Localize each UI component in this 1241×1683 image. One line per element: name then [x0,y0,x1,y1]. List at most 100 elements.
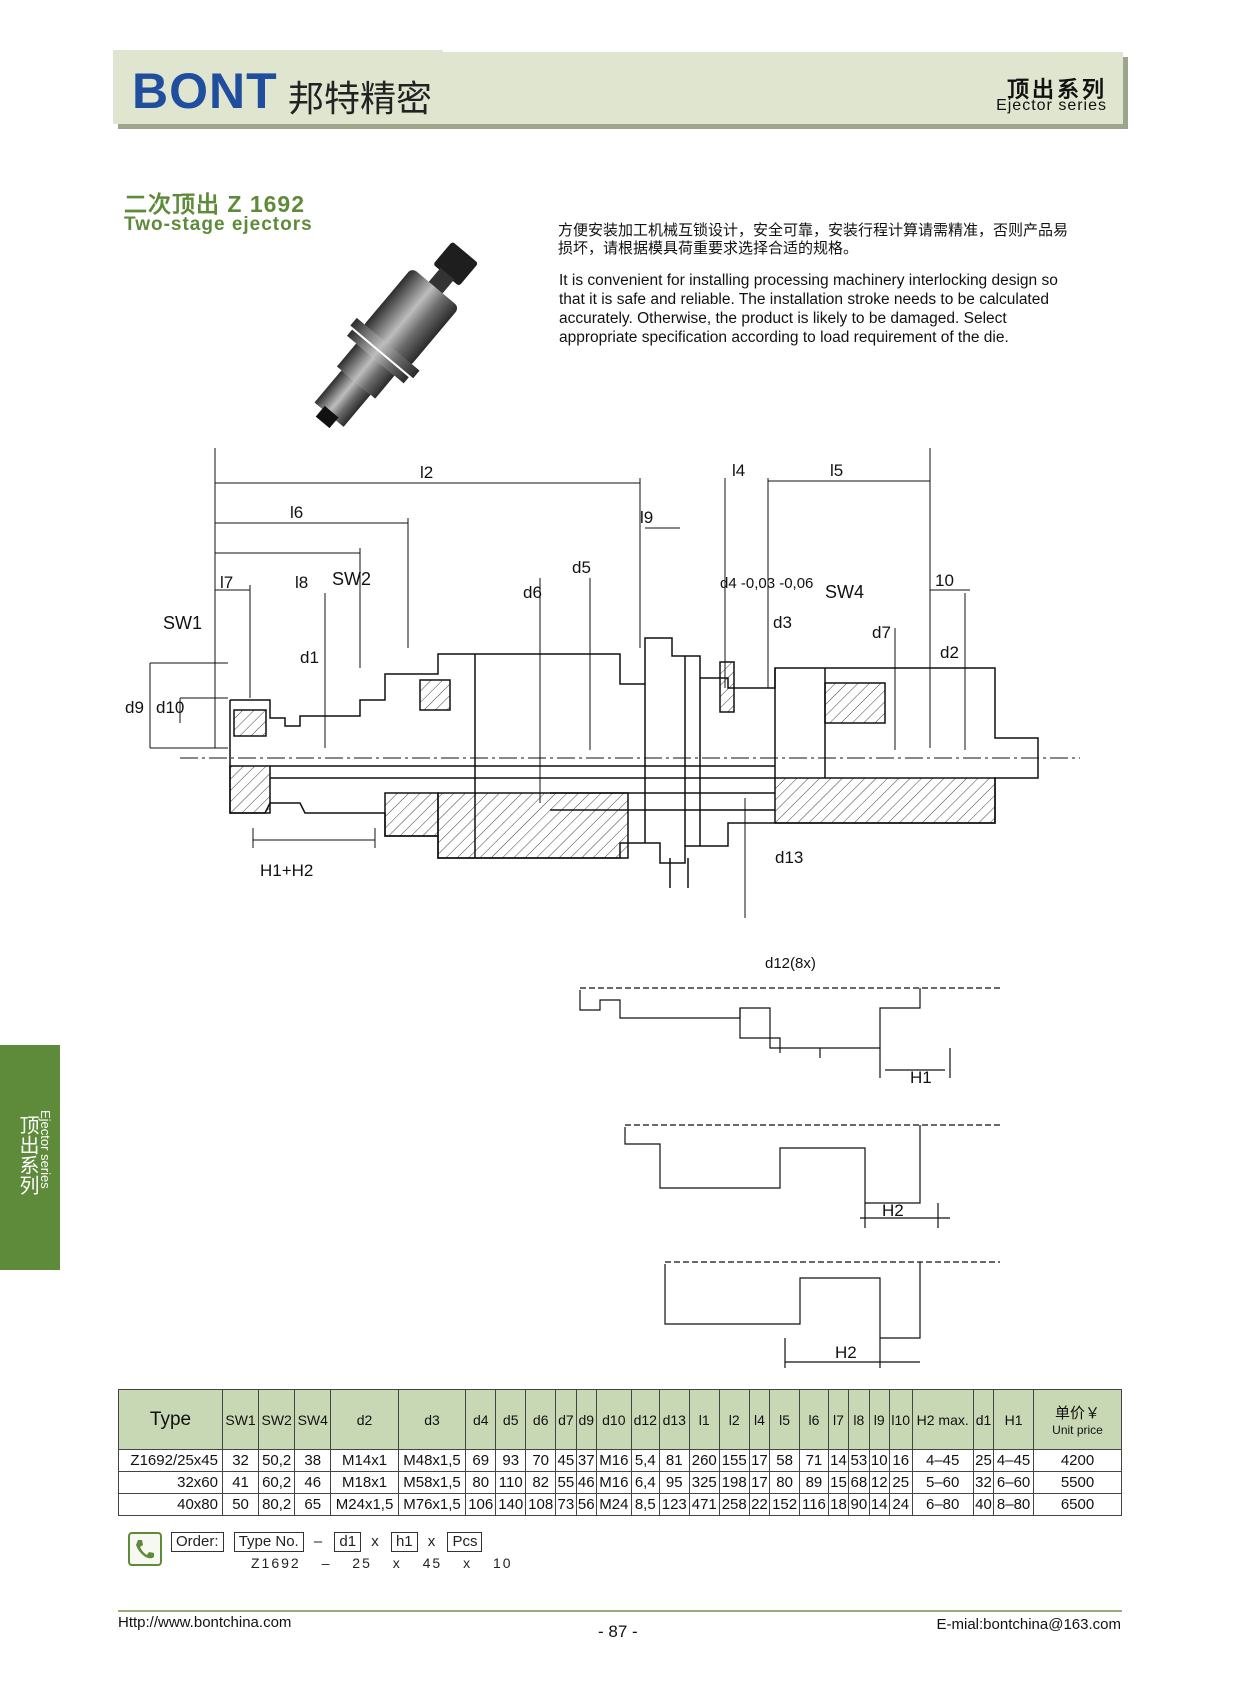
table-cell: 106 [465,1493,497,1516]
label-d6: d6 [523,583,542,602]
table-cell: 5–60 [911,1471,974,1494]
col-d12: d12 [630,1389,660,1450]
table-cell: 58 [769,1449,801,1472]
table-cell: 46 [294,1471,332,1494]
label-d10: d10 [156,698,184,717]
table-cell: 152 [769,1493,801,1516]
table-cell: 155 [718,1449,750,1472]
table-cell: M16 [595,1449,632,1472]
header-band [113,52,1123,124]
table-cell: M48x1,5 [397,1449,467,1472]
table-cell: 82 [525,1471,557,1494]
table-cell: M18x1 [330,1471,399,1494]
dim-l10: 10 [935,571,954,590]
table-cell: 4200 [1033,1449,1122,1472]
label-h2-a: H2 [882,1201,904,1220]
order-example-x1: x [392,1555,402,1571]
table-cell: M58x1,5 [397,1471,467,1494]
col-d4: d4 [465,1389,497,1450]
col-type: Type [118,1389,223,1450]
footer-divider [118,1610,1122,1612]
table-cell: 4–45 [911,1449,974,1472]
table-cell: M14x1 [330,1449,399,1472]
table-cell: 116 [799,1493,829,1516]
table-cell: 70 [525,1449,557,1472]
col-h2max: H2 max. [911,1389,974,1450]
table-cell: 14 [868,1493,890,1516]
col-sw1: SW1 [221,1389,260,1450]
table-cell: 80,2 [258,1493,296,1516]
order-example-h1: 45 [422,1555,443,1571]
table-cell: 73 [555,1493,577,1516]
table-cell: 258 [718,1493,750,1516]
label-d7: d7 [872,623,891,642]
footer-email[interactable]: E-mial:bontchina@163.com [936,1616,1121,1633]
table-cell: 17 [748,1449,771,1472]
label-d1: d1 [300,648,319,667]
table-cell: 18 [827,1493,850,1516]
product-description-cn: 方便安装加工机械互锁设计，安全可靠，安装行程计算请需精准，否则产品易损坏，请根据… [558,222,1069,257]
table-cell: 22 [748,1493,771,1516]
table-cell: 80 [465,1471,497,1494]
col-d9: d9 [575,1389,597,1450]
order-x-2: x [427,1533,436,1550]
table-cell: 25 [972,1449,995,1472]
dim-l2: l2 [420,463,433,482]
label-h1h2: H1+H2 [260,861,313,880]
cell-type: 40x80 [118,1493,223,1516]
label-sw1: SW1 [163,613,202,633]
dim-l6: l6 [290,503,303,522]
table-cell: 108 [525,1493,557,1516]
table-cell: 25 [888,1471,913,1494]
label-sw2: SW2 [332,569,371,589]
col-l5: l5 [769,1389,801,1450]
spec-table: Type SW1 SW2 SW4 d2 d3 d4 d5 d6 d7 d9 d1… [118,1389,1122,1516]
table-cell: M76x1,5 [397,1493,467,1516]
order-d1: d1 [334,1532,362,1552]
table-cell: 38 [294,1449,332,1472]
table-cell: 8–80 [993,1493,1034,1516]
footer-website[interactable]: Http://www.bontchina.com [118,1614,292,1631]
col-l6: l6 [799,1389,829,1450]
order-example-x2: x [463,1555,473,1571]
series-title-cn: 顶出系列 [1006,77,1107,102]
table-cell: M16 [595,1471,632,1494]
side-tab-cn: 顶出系列 [16,1115,38,1195]
col-l4: l4 [748,1389,771,1450]
table-cell: 55 [555,1471,577,1494]
order-h1: h1 [390,1532,418,1552]
col-d1: d1 [972,1389,995,1450]
col-l7: l7 [827,1389,850,1450]
table-cell: 5,4 [630,1449,660,1472]
label-h2-b: H2 [835,1343,857,1362]
order-example-pcs: 10 [493,1555,513,1571]
side-tab: 顶出系列 Ejector series [0,1045,60,1270]
side-tab-en: Ejector series [38,1110,53,1189]
table-cell: 14 [827,1449,850,1472]
col-d13: d13 [658,1389,690,1450]
technical-drawing: l1 l2 l6 l7 l4 l5 l9 10 l8 SW1 SW2 SW4 d… [125,448,1080,1368]
table-cell: 37 [575,1449,597,1472]
table-cell: 50,2 [258,1449,296,1472]
table-cell: 6–80 [911,1493,974,1516]
col-d7: d7 [555,1389,577,1450]
dim-l4: l4 [732,461,745,480]
label-d2: d2 [940,643,959,662]
order-type-no: Type No. [233,1532,304,1552]
order-label: Order: [171,1532,224,1552]
bont-logo: BONT [132,63,278,119]
table-cell: 89 [799,1471,829,1494]
table-cell: 6,4 [630,1471,660,1494]
product-description-en: It is convenient for installing processi… [559,272,1058,346]
table-cell: M24 [595,1493,632,1516]
col-d10: d10 [595,1389,632,1450]
cell-type: Z1692/25x45 [118,1449,223,1472]
table-cell: 32 [972,1471,995,1494]
table-cell: 56 [575,1493,597,1516]
table-cell: 90 [848,1493,870,1516]
table-cell: 12 [868,1471,890,1494]
table-cell: 93 [495,1449,527,1472]
col-d5: d5 [495,1389,527,1450]
table-cell: 260 [688,1449,720,1472]
